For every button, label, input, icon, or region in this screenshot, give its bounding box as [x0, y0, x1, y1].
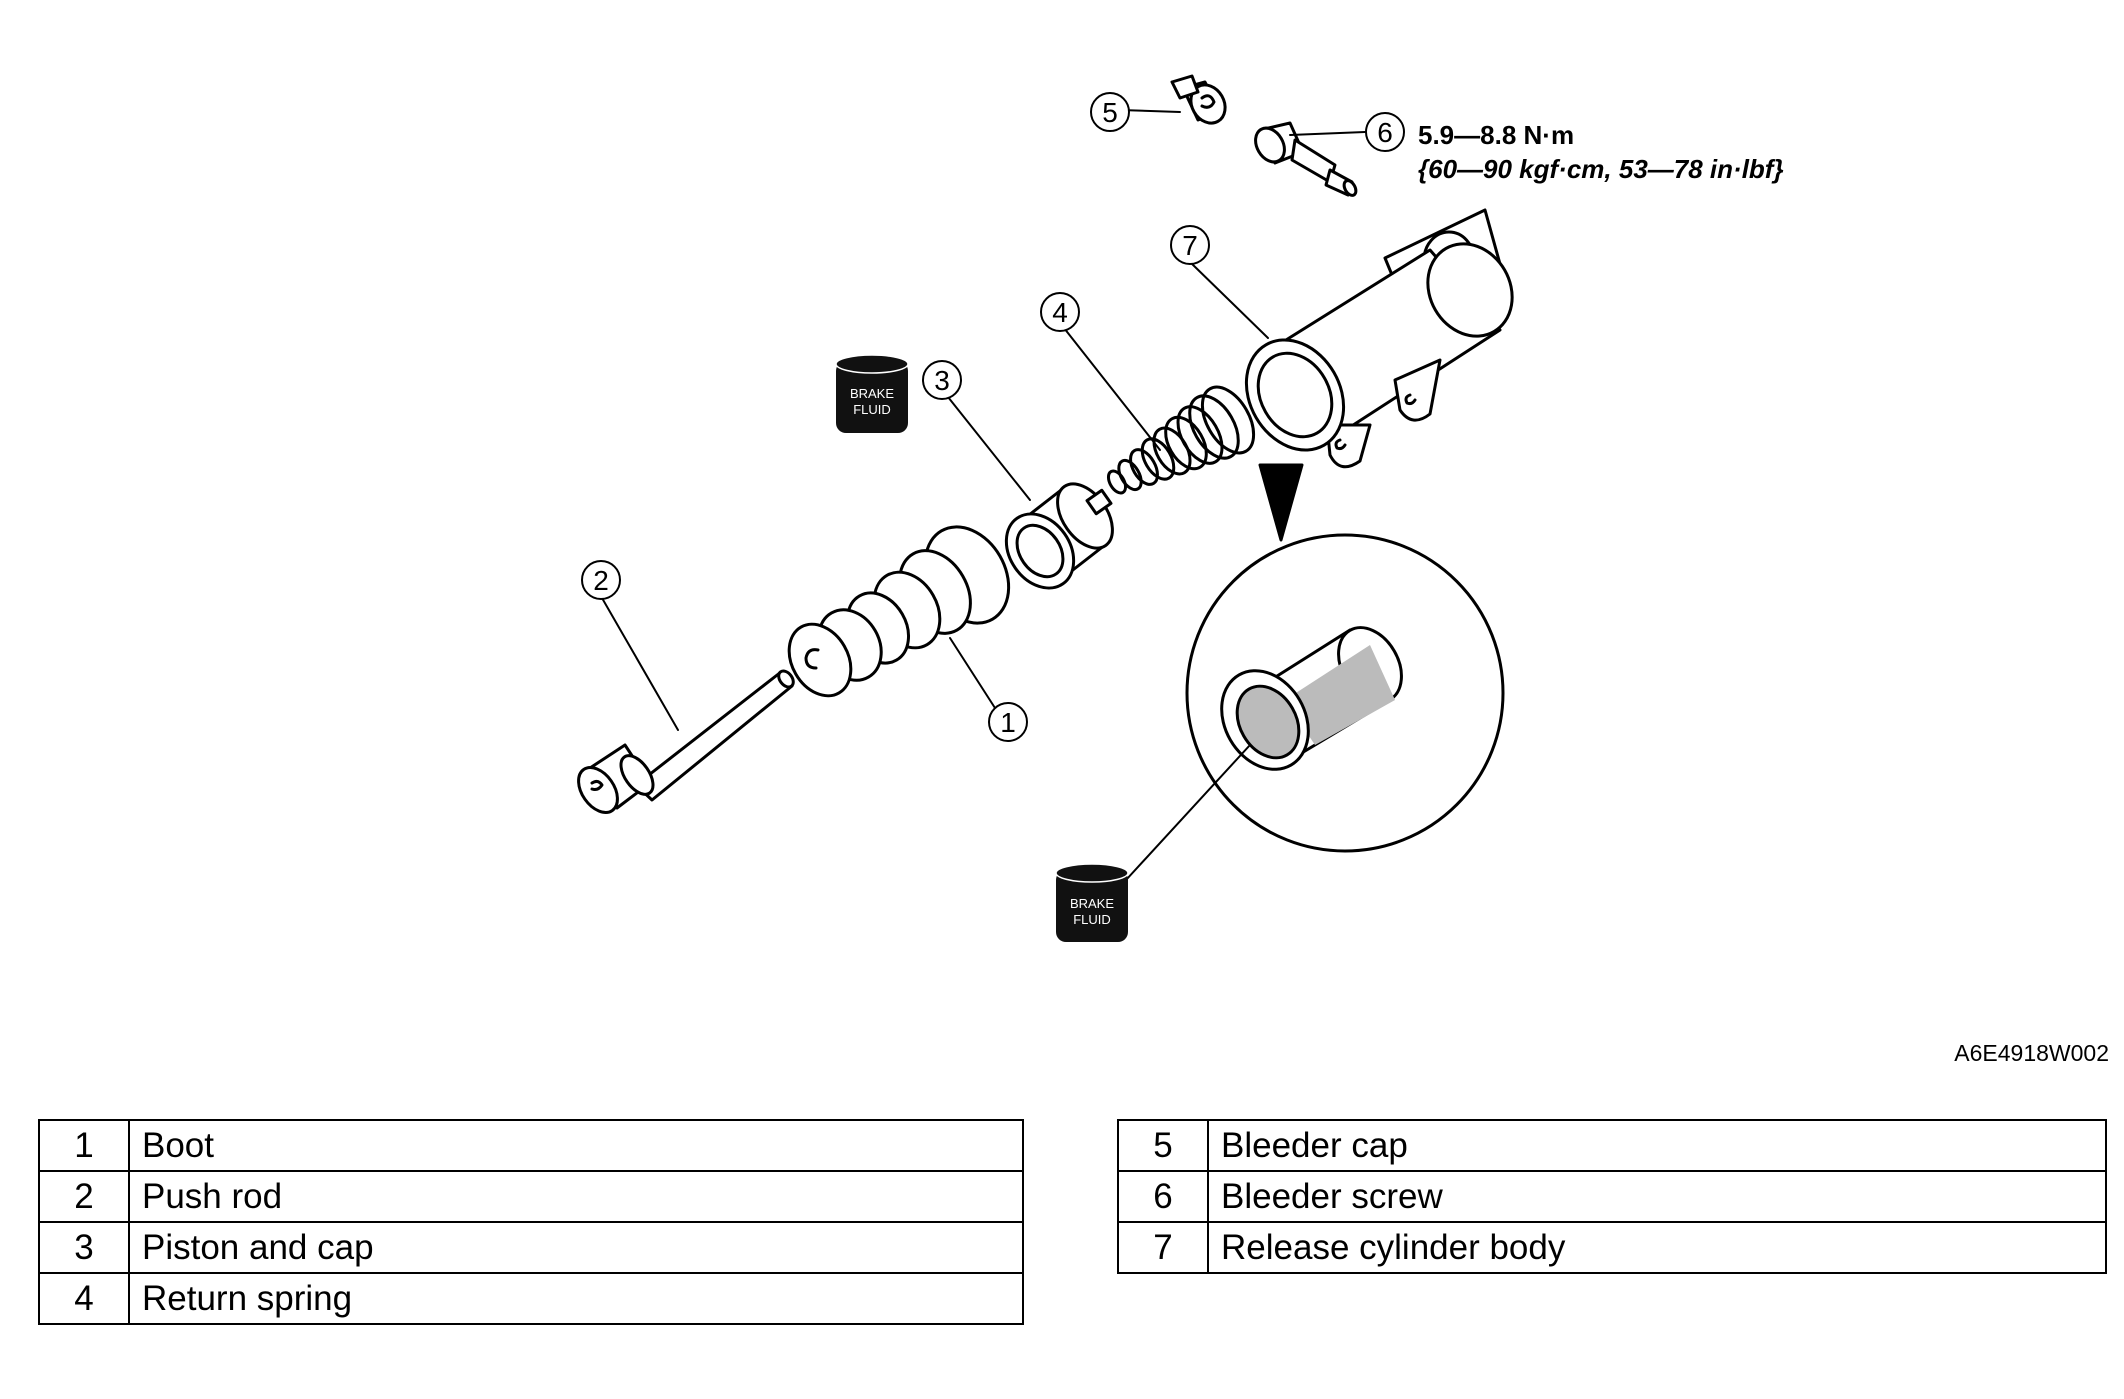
- part-number: 4: [38, 1272, 130, 1325]
- svg-text:6: 6: [1377, 117, 1393, 148]
- callout-6: 6: [1365, 112, 1405, 152]
- svg-text:2: 2: [593, 565, 609, 596]
- exploded-view-diagram: BRAKE FLUID BRAKE FLUID 1 2 3 4 5: [577, 74, 1514, 942]
- brake-fluid-icon: BRAKE FLUID: [835, 354, 909, 433]
- brake-fluid-label-1: BRAKE: [850, 386, 894, 401]
- torque-spec-line-2: {60—90 kgf·cm, 53—78 in·lbf}: [1418, 154, 1784, 184]
- table-row: 5 Bleeder cap: [1117, 1119, 2107, 1172]
- part-number: 1: [38, 1119, 130, 1172]
- part-number: 6: [1117, 1170, 1209, 1223]
- part-name: Release cylinder body: [1207, 1221, 2107, 1274]
- callout-5: 5: [1090, 92, 1130, 132]
- push-rod: [577, 669, 795, 814]
- part-name: Push rod: [128, 1170, 1024, 1223]
- table-row: 1 Boot: [38, 1119, 1024, 1172]
- torque-spec: 5.9—8.8 N·m {60—90 kgf·cm, 53—78 in·lbf}: [1418, 118, 1784, 186]
- figure-code: A6E4918W002: [1954, 1040, 2109, 1066]
- part-name: Bleeder cap: [1207, 1119, 2107, 1172]
- table-row: 4 Return spring: [38, 1272, 1024, 1325]
- callout-3: 3: [922, 360, 962, 400]
- detail-inset: [1185, 463, 1505, 853]
- parts-table-right: 5 Bleeder cap 6 Bleeder screw 7 Release …: [1117, 1119, 2107, 1274]
- part-name: Bleeder screw: [1207, 1170, 2107, 1223]
- part-number: 2: [38, 1170, 130, 1223]
- leader-lines: [601, 109, 1366, 881]
- part-name: Boot: [128, 1119, 1024, 1172]
- table-row: 3 Piston and cap: [38, 1221, 1024, 1274]
- piston-and-cap: [1004, 482, 1114, 590]
- table-row: 2 Push rod: [38, 1170, 1024, 1223]
- release-cylinder-body: [1244, 208, 1514, 469]
- torque-spec-line-1: 5.9—8.8 N·m: [1418, 120, 1575, 150]
- part-name: Piston and cap: [128, 1221, 1024, 1274]
- svg-text:5: 5: [1102, 97, 1118, 128]
- table-row: 6 Bleeder screw: [1117, 1170, 2107, 1223]
- brake-fluid-label-1: BRAKE: [1070, 896, 1114, 911]
- bleeder-screw: [1254, 121, 1358, 197]
- part-number: 5: [1117, 1119, 1209, 1172]
- part-name: Return spring: [128, 1272, 1024, 1325]
- boot: [787, 525, 1011, 698]
- brake-fluid-icon: BRAKE FLUID: [1055, 863, 1129, 942]
- parts-table-left: 1 Boot 2 Push rod 3 Piston and cap 4 Ret…: [38, 1119, 1024, 1325]
- table-row: 7 Release cylinder body: [1117, 1221, 2107, 1274]
- svg-text:7: 7: [1182, 230, 1198, 261]
- brake-fluid-label-2: FLUID: [1073, 912, 1111, 927]
- svg-text:3: 3: [934, 365, 950, 396]
- callout-1: 1: [988, 702, 1028, 742]
- part-number: 7: [1117, 1221, 1209, 1274]
- svg-text:1: 1: [1000, 707, 1016, 738]
- part-number: 3: [38, 1221, 130, 1274]
- return-spring: [1106, 385, 1256, 495]
- callout-4: 4: [1040, 292, 1080, 332]
- svg-text:4: 4: [1052, 297, 1068, 328]
- brake-fluid-label-2: FLUID: [853, 402, 891, 417]
- callout-2: 2: [581, 560, 621, 600]
- bleeder-cap: [1170, 74, 1227, 125]
- callout-7: 7: [1170, 225, 1210, 265]
